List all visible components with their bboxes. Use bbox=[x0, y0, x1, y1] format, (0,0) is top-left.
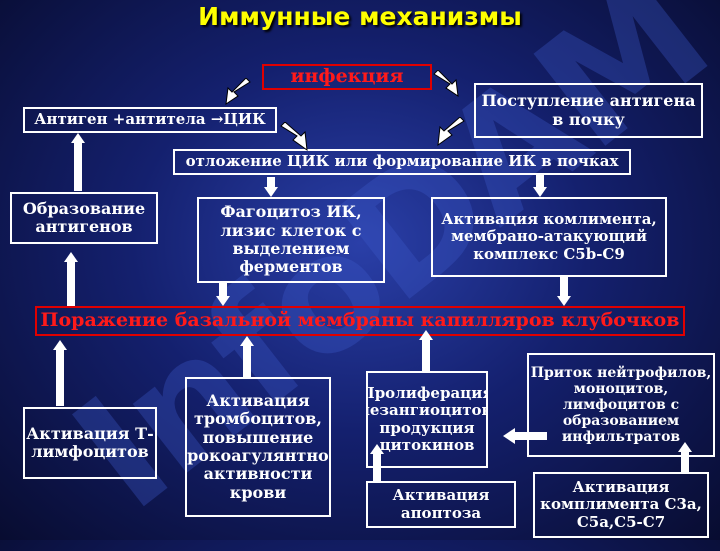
arrow-up-membrane-to-formation bbox=[64, 252, 78, 306]
deposition-box: отложение ЦИК или формирование ИК в почк… bbox=[173, 149, 631, 175]
arrow-antibody-to-deposition bbox=[280, 122, 308, 152]
antigen-entry-label: Поступление антигена в почку bbox=[481, 91, 696, 129]
arrow-up-complement-c3a bbox=[678, 442, 692, 472]
infection-box: инфекция bbox=[262, 64, 432, 90]
t-lymph-box: Активация Т-лимфоцитов bbox=[23, 407, 157, 479]
arrow-up-t-lymph bbox=[53, 340, 67, 406]
arrow-down-complement bbox=[533, 175, 547, 197]
arrow-infection-left bbox=[225, 78, 251, 106]
t-lymph-label: Активация Т-лимфоцитов bbox=[26, 423, 154, 461]
arrow-down-complement-to-membrane bbox=[557, 277, 571, 306]
complement-mac-box: Активация комлимента, мембрано-атакующий… bbox=[431, 197, 667, 277]
proliferation-box: Пролиферация мезангиоцитов, продукция ци… bbox=[366, 371, 488, 468]
apoptosis-box: Активация апоптоза bbox=[366, 481, 516, 528]
platelets-box: Активация тромбоцитов, повышение прокоаг… bbox=[185, 377, 331, 517]
deposition-label: отложение ЦИК или формирование ИК в почк… bbox=[185, 152, 619, 171]
page-title: Иммунные механизмы bbox=[198, 2, 522, 31]
phagocytosis-label: Фагоцитоз ИК, лизис клеток с выделением … bbox=[220, 202, 362, 277]
arrow-infection-right bbox=[433, 70, 459, 98]
membrane-damage-box: Поражение базальной мембраны капилляров … bbox=[35, 306, 685, 336]
neutrophils-box: Приток нейтрофилов, моноцитов, лимфоцито… bbox=[527, 353, 715, 457]
arrow-left-neutrophils bbox=[503, 428, 547, 444]
platelets-label: Активация тромбоцитов, повышение прокоаг… bbox=[187, 390, 329, 502]
arrow-up-apoptosis bbox=[370, 444, 384, 482]
antigen-formation-box: Образование антигенов bbox=[10, 192, 158, 244]
arrow-entry-to-deposition bbox=[437, 117, 465, 147]
antigen-antibody-box: Антиген +антитела →ЦИК bbox=[23, 107, 277, 133]
antigen-entry-box: Поступление антигена в почку bbox=[474, 83, 703, 138]
proliferation-label: Пролиферация мезангиоцитов, продукция ци… bbox=[366, 384, 488, 454]
complement-c3a-box: Активация комплимента С3а, С5а,С5-С7 bbox=[533, 472, 709, 538]
complement-c3a-label: Активация комплимента С3а, С5а,С5-С7 bbox=[540, 478, 702, 531]
arrow-up-antigen-formation bbox=[71, 133, 85, 191]
complement-mac-label: Активация комлимента, мембрано-атакующий… bbox=[441, 210, 657, 263]
antigen-antibody-label: Антиген +антитела →ЦИК bbox=[34, 110, 266, 129]
arrow-down-phagocytosis-to-membrane bbox=[216, 283, 230, 306]
infection-label: инфекция bbox=[290, 65, 404, 88]
apoptosis-label: Активация апоптоза bbox=[392, 486, 490, 522]
arrow-up-platelets bbox=[240, 336, 254, 377]
antigen-formation-label: Образование антигенов bbox=[22, 198, 146, 236]
arrow-up-proliferation bbox=[419, 330, 433, 371]
phagocytosis-box: Фагоцитоз ИК, лизис клеток с выделением … bbox=[197, 197, 385, 283]
arrow-down-phagocytosis bbox=[264, 177, 278, 197]
membrane-damage-label: Поражение базальной мембраны капилляров … bbox=[40, 309, 680, 332]
neutrophils-label: Приток нейтрофилов, моноцитов, лимфоцито… bbox=[530, 364, 712, 446]
